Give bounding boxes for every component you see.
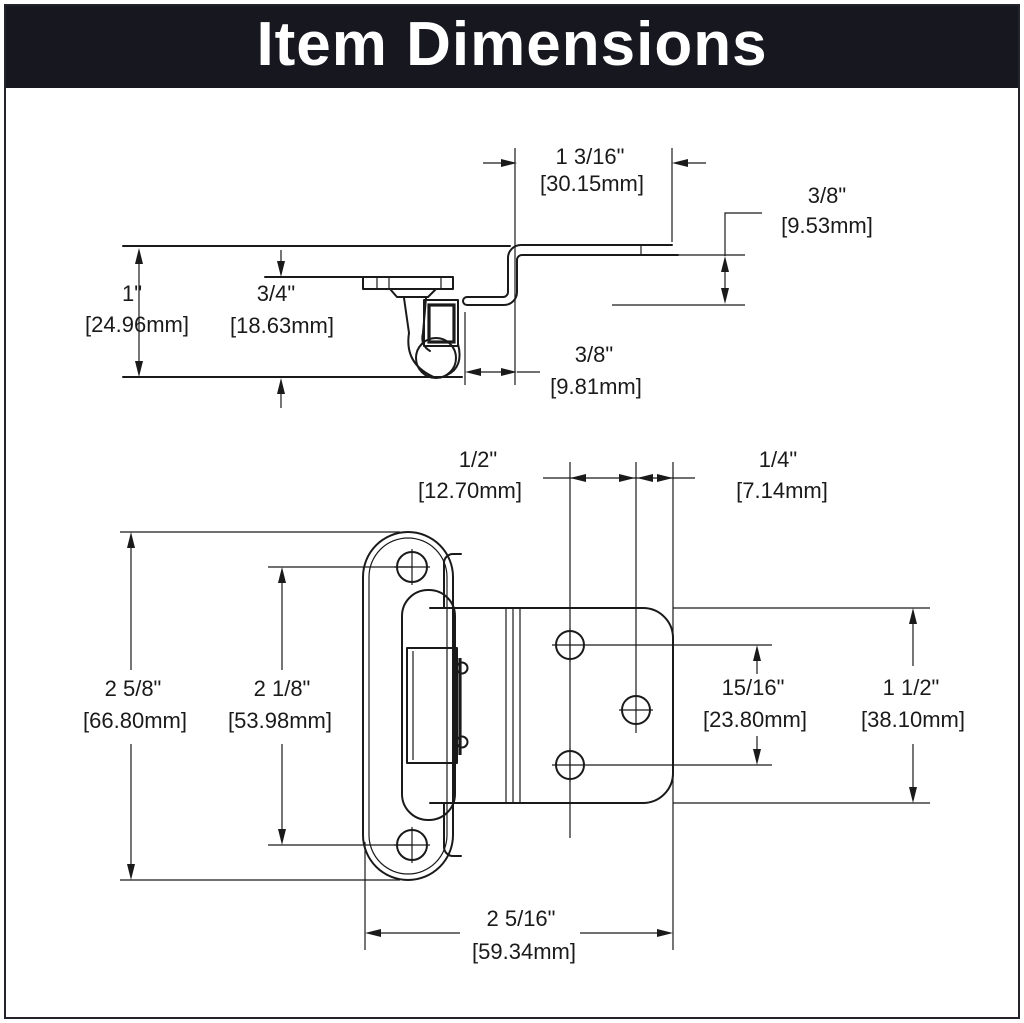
dim-overall-width: 2 5/16" [59.34mm] — [472, 906, 576, 964]
dim-hole-offset-mm: [12.70mm] — [418, 478, 522, 503]
dim-flange-width-in: 1 3/16" — [556, 144, 625, 169]
dim-door-overlay: 3/4" [18.63mm] — [230, 281, 334, 338]
dim-edge-offset-mm: [7.14mm] — [736, 478, 828, 503]
dim-frame-depth-in: 1" — [122, 281, 142, 306]
hinge-side-view — [122, 244, 679, 379]
dim-overall-width-in: 2 5/16" — [487, 906, 556, 931]
dim-plate-hole-spacing: 2 1/8" [53.98mm] — [228, 676, 332, 733]
dim-overall-width-mm: [59.34mm] — [472, 939, 576, 964]
dim-frame-depth: 1" [24.96mm] — [85, 281, 189, 337]
side-view-dimension-lines — [135, 148, 762, 408]
dim-leaf-height-in: 1 1/2" — [883, 675, 940, 700]
dimension-labels: 1 3/16" [30.15mm] 3/8" [9.53mm] 1" [24.9… — [83, 144, 965, 964]
dim-door-overlay-mm: [18.63mm] — [230, 313, 334, 338]
dim-door-overlay-in: 3/4" — [257, 281, 295, 306]
dim-inset-mm: [9.81mm] — [550, 374, 642, 399]
dim-flange-thickness-in: 3/8" — [808, 183, 846, 208]
dim-flange-width: 1 3/16" [30.15mm] — [540, 144, 644, 196]
dim-leaf-hole-spacing-mm: [23.80mm] — [703, 707, 807, 732]
dim-plate-height-mm: [66.80mm] — [83, 708, 187, 733]
dim-leaf-height: 1 1/2" [38.10mm] — [861, 675, 965, 732]
front-view-spring-box — [406, 647, 469, 764]
dim-flange-thickness: 3/8" [9.53mm] — [781, 183, 873, 238]
dim-edge-offset: 1/4" [7.14mm] — [736, 447, 828, 503]
dim-plate-height-in: 2 5/8" — [105, 676, 162, 701]
dim-inset: 3/8" [9.81mm] — [550, 342, 642, 399]
dim-edge-offset-in: 1/4" — [759, 447, 797, 472]
header-bar: Item Dimensions — [5, 5, 1019, 88]
page-title: Item Dimensions — [256, 9, 768, 79]
side-view-spring-box — [423, 299, 459, 347]
hinge-front-view — [362, 531, 674, 881]
dim-flange-width-mm: [30.15mm] — [540, 171, 644, 196]
dim-plate-hole-spacing-mm: [53.98mm] — [228, 708, 332, 733]
dim-plate-hole-spacing-in: 2 1/8" — [254, 676, 311, 701]
dim-frame-depth-mm: [24.96mm] — [85, 312, 189, 337]
side-view-barrel — [407, 332, 461, 379]
dim-plate-height: 2 5/8" [66.80mm] — [83, 676, 187, 733]
dim-leaf-height-mm: [38.10mm] — [861, 707, 965, 732]
dim-hole-offset: 1/2" [12.70mm] — [418, 447, 522, 503]
dim-flange-thickness-mm: [9.53mm] — [781, 213, 873, 238]
front-view-dimension-lines — [120, 462, 930, 950]
dim-leaf-hole-spacing-in: 15/16" — [722, 675, 785, 700]
dim-hole-offset-in: 1/2" — [459, 447, 497, 472]
dim-leaf-hole-spacing: 15/16" [23.80mm] — [703, 675, 807, 732]
dim-inset-in: 3/8" — [575, 342, 613, 367]
